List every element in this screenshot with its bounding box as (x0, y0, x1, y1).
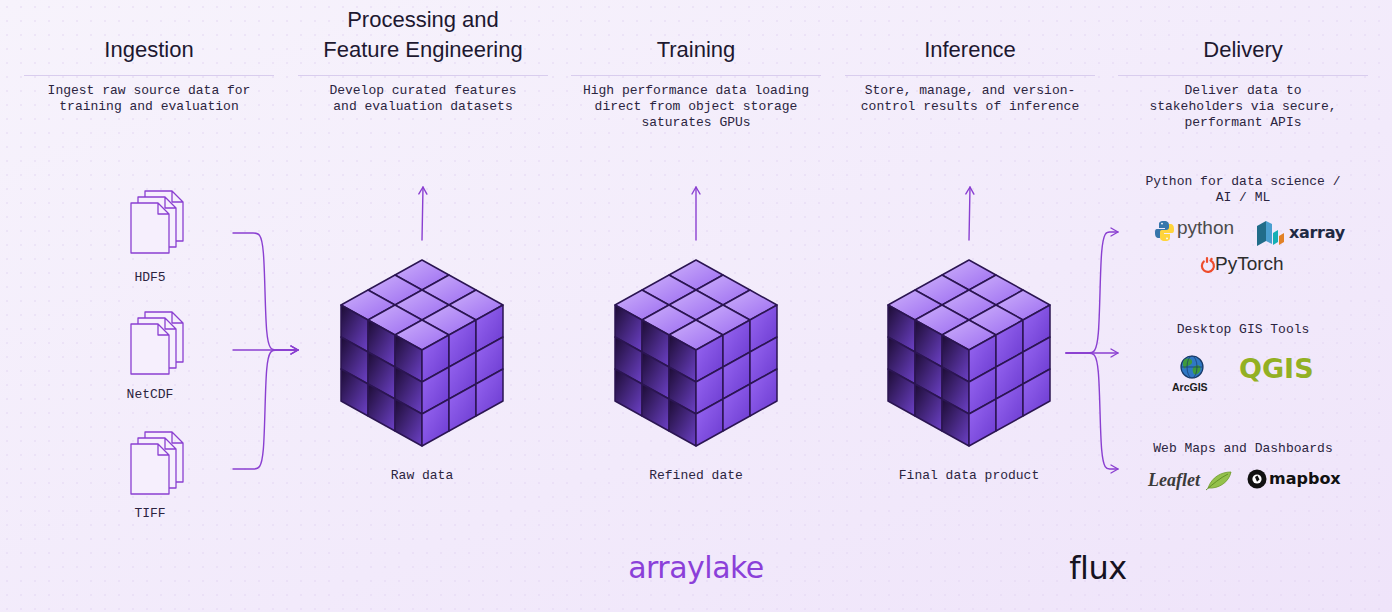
stage-rule (1118, 75, 1368, 76)
data-cube-node: Raw data (298, 240, 546, 490)
xarray-block (1266, 221, 1272, 244)
data-cube-node: Final data product (872, 240, 1066, 490)
stage-header: InferenceStore, manage, and version-cont… (845, 0, 1095, 187)
file-format-label: HDF5 (67, 270, 233, 286)
logo-wordmark: python (1177, 217, 1234, 239)
data-cube-node: Refined date (572, 240, 820, 490)
stage-title: Inference (863, 0, 1078, 65)
stage-title: Processing and Feature Engineering (316, 0, 531, 65)
delivery-group: Desktop GIS ToolsArcGIS QGIS (1118, 320, 1368, 400)
flow-connector (695, 187, 696, 240)
flow-connector (1066, 352, 1118, 353)
stage-rule (24, 75, 274, 76)
file-format-label: TIFF (67, 506, 233, 522)
group-heading: Python for data science / AI / ML (1138, 174, 1348, 206)
logo-wordmark: Leaflet (1148, 469, 1200, 491)
arcgis-logo-icon (1181, 356, 1203, 378)
leaflet-stem (1206, 474, 1228, 490)
flow-connector (1066, 353, 1118, 469)
stage-rule (298, 75, 548, 76)
xarray-block (1273, 230, 1278, 245)
python-snake-yellow (1160, 224, 1174, 241)
python-eye (1166, 238, 1168, 240)
logo-wordmark: mapbox (1269, 469, 1341, 489)
stage-header: DeliveryDeliver data to stakeholders via… (1118, 0, 1368, 187)
brand-wordmark: arraylake (576, 548, 816, 588)
flow-connector (233, 350, 298, 469)
pytorch-dot (1210, 258, 1212, 260)
flow-connector (422, 187, 423, 240)
file-stack-icon (131, 432, 183, 494)
arcgis-globe (1181, 356, 1203, 378)
stage-title: Delivery (1136, 0, 1351, 65)
mapbox-logo-icon (1248, 470, 1267, 489)
stage-description: Ingest raw source data for training and … (33, 83, 265, 115)
delivery-group: Web Maps and DashboardsLeaflet mapbox (1118, 440, 1368, 495)
group-heading: Desktop GIS Tools (1118, 322, 1368, 338)
logo-wordmark: PyTorch (1215, 253, 1284, 275)
xarray-logo-icon (1257, 221, 1284, 246)
logo-wordmark: QGIS (1239, 353, 1314, 385)
file-stack-icon (131, 312, 183, 374)
mapbox-inner (1252, 474, 1261, 483)
flow-connector (233, 233, 298, 350)
file-source-node: HDF5 (67, 188, 233, 288)
data-cube-illustration (615, 260, 777, 446)
cube-caption: Refined date (572, 468, 820, 484)
delivery-group: Python for data science / AI / ML python x… (1118, 172, 1368, 282)
file-format-label: NetCDF (67, 387, 233, 403)
stage-header: IngestionIngest raw source data for trai… (24, 0, 274, 187)
file-source-node: TIFF (67, 424, 233, 524)
stage-header: Processing and Feature EngineeringDevelo… (298, 0, 548, 187)
flow-connector (1066, 232, 1118, 353)
flow-connector (969, 187, 970, 240)
xarray-block (1257, 221, 1266, 246)
file-source-node: NetCDF (67, 305, 233, 405)
stage-description: High performance data loading direct fro… (580, 83, 812, 131)
stage-header: TrainingHigh performance data loading di… (571, 0, 821, 187)
file-stack-icon (131, 191, 183, 253)
cube-caption: Final data product (872, 468, 1066, 484)
cube-caption: Raw data (298, 468, 546, 484)
python-eye (1161, 223, 1163, 225)
data-cube-illustration (341, 260, 503, 446)
stage-title: Training (589, 0, 804, 65)
pytorch-stem (1206, 258, 1208, 262)
stage-description: Store, manage, and version-control resul… (854, 83, 1086, 115)
logo-wordmark: xarray (1289, 223, 1345, 243)
mapbox-mark (1255, 476, 1260, 482)
data-cube-illustration (888, 260, 1050, 446)
xarray-block (1279, 233, 1284, 245)
stage-description: Deliver data to stakeholders via secure,… (1143, 83, 1343, 131)
stage-rule (845, 75, 1095, 76)
leaflet-logo-icon (1206, 472, 1231, 490)
python-logo-icon (1155, 221, 1174, 241)
flow-connector (233, 349, 298, 350)
pytorch-logo-icon (1202, 258, 1214, 272)
stage-rule (571, 75, 821, 76)
brand-wordmark: flux (1028, 548, 1168, 588)
stage-title: Ingestion (42, 0, 257, 65)
stage-description: Develop curated features and evaluation … (323, 83, 523, 115)
arcgis-equator (1181, 367, 1203, 368)
group-heading: Web Maps and Dashboards (1118, 441, 1368, 457)
mapbox-circle (1248, 470, 1267, 489)
logo-wordmark: ArcGIS (1172, 381, 1208, 394)
